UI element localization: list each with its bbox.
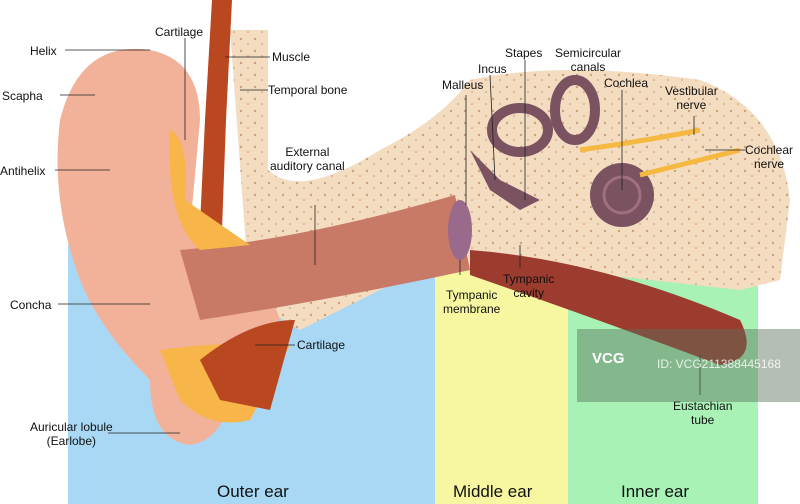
label-antihelix: Antihelix xyxy=(0,164,46,178)
cochlea xyxy=(590,163,654,227)
section-middle-ear: Middle ear xyxy=(453,482,533,501)
ossicles xyxy=(470,150,540,210)
leader-lines xyxy=(55,38,745,434)
muscle xyxy=(200,0,232,230)
label-eustachian-line1: Eustachian xyxy=(673,399,733,413)
label-cartilage-bottom: Cartilage xyxy=(297,338,346,352)
label-canal-line1: External xyxy=(285,145,330,159)
semicircular-canals xyxy=(487,75,600,157)
label-membrane-line2: membrane xyxy=(443,302,501,316)
label-vestibular-line2: nerve xyxy=(676,98,707,112)
vestibular-nerve xyxy=(579,127,701,153)
tympanic-membrane xyxy=(448,200,472,260)
section-outer-ear: Outer ear xyxy=(217,482,289,501)
label-membrane-line1: Tympanic xyxy=(446,288,498,302)
label-semicircular-line1: Semicircular xyxy=(555,46,622,60)
eustachian-tube xyxy=(470,250,747,365)
label-helix: Helix xyxy=(30,44,57,58)
label-muscle: Muscle xyxy=(272,50,311,64)
label-cochlear-line2: nerve xyxy=(754,157,785,171)
label-cavity-line2: cavity xyxy=(513,286,545,300)
watermark-band xyxy=(577,329,800,402)
watermark-logo: VCG xyxy=(592,350,625,367)
label-lobule-line2: (Earlobe) xyxy=(46,434,97,448)
label-auricular-lobule: Auricular lobule(Earlobe) xyxy=(30,420,113,448)
cochlear-nerve xyxy=(639,147,741,178)
label-stapes: Stapes xyxy=(505,46,543,60)
label-concha: Concha xyxy=(10,298,52,312)
section-inner-ear: Inner ear xyxy=(621,482,690,501)
watermark-id: ID: VCG211388445168 xyxy=(657,357,781,371)
label-temporal-bone: Temporal bone xyxy=(268,83,348,97)
label-vestibular-line1: Vestibular xyxy=(665,84,718,98)
label-incus: Incus xyxy=(478,62,507,76)
label-malleus: Malleus xyxy=(442,78,484,92)
label-scapha: Scapha xyxy=(2,89,43,103)
label-lobule-line1: Auricular lobule xyxy=(30,420,113,434)
label-cochlea: Cochlea xyxy=(604,76,649,90)
cartilage xyxy=(169,130,250,250)
label-cavity-line1: Tympanic xyxy=(503,272,555,286)
external-auditory-canal xyxy=(180,195,470,320)
label-eustachian-line2: tube xyxy=(691,413,715,427)
label-canal-line2: auditory canal xyxy=(270,159,345,173)
label-cochlear-line1: Cochlear xyxy=(745,143,794,157)
label-semicircular-line2: canals xyxy=(570,60,606,74)
label-cartilage-top: Cartilage xyxy=(155,25,204,39)
